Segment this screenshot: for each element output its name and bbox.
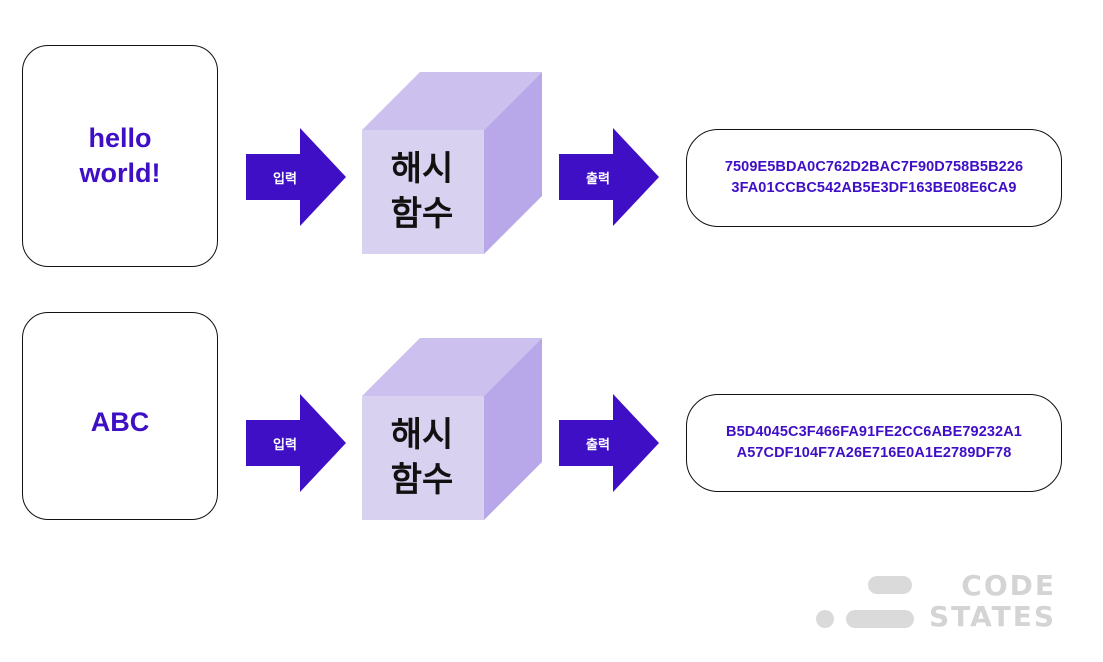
cube-label-line1: 해시: [390, 415, 454, 456]
hash-output-box: B5D4045C3F466FA91FE2CC6ABE79232A1 A57CDF…: [686, 394, 1062, 492]
cube-label-line2: 함수: [390, 194, 454, 234]
logo-line2: STATES: [929, 600, 1056, 633]
arrow-shape: [246, 128, 346, 226]
input-arrow: 입력: [246, 394, 346, 492]
input-text: ABC: [90, 407, 150, 437]
logo-mark-bottom-pill: [846, 610, 914, 628]
logo-mark-dot: [816, 610, 834, 628]
logo-wordmark: CODE STATES: [922, 570, 1056, 632]
hash-output-line2: 3FA01CCBC542AB5E3DF163BE08E6CA9: [731, 180, 1017, 196]
codestates-logo: CODE STATES: [810, 570, 1060, 636]
input-arrow-label: 입력: [273, 171, 297, 187]
hash-output-line1: B5D4045C3F466FA91FE2CC6ABE79232A1: [726, 423, 1022, 440]
input-box: ABC: [22, 312, 218, 520]
hash-output-line2: A57CDF104F7A26E716E0A1E2789DF78: [736, 445, 1012, 461]
hash-function-cube: 해시 함수: [362, 338, 544, 520]
cube-label: 해시 함수: [362, 130, 482, 254]
hash-flow-row-1: hello world! 입력 해시 함수 출력 7509E5BDA0C762D…: [0, 0, 1103, 290]
logo-mark-icon: [810, 570, 914, 636]
logo-line1: CODE: [961, 569, 1056, 602]
hash-output-line1: 7509E5BDA0C762D2BAC7F90D758B5B226: [724, 158, 1024, 175]
output-arrow-label: 출력: [586, 437, 610, 453]
cube-label-line1: 해시: [390, 149, 454, 190]
arrow-shape: [559, 394, 659, 492]
cube-shape: [362, 72, 542, 254]
logo-mark-top-pill: [868, 576, 912, 594]
input-text: hello world!: [79, 122, 161, 188]
output-arrow: 출력: [559, 394, 659, 492]
input-arrow-label: 입력: [273, 437, 297, 453]
cube-label-line2: 함수: [390, 460, 454, 500]
output-arrow-label: 출력: [586, 171, 610, 187]
hash-output-box: 7509E5BDA0C762D2BAC7F90D758B5B226 3FA01C…: [686, 129, 1062, 227]
hash-flow-row-2: ABC 입력 해시 함수 출력 B5D4045C3F466FA91FE2CC6A…: [0, 290, 1103, 560]
cube-shape: [362, 338, 542, 520]
cube-label: 해시 함수: [362, 396, 482, 520]
input-arrow: 입력: [246, 128, 346, 226]
hash-function-cube: 해시 함수: [362, 72, 544, 254]
output-arrow: 출력: [559, 128, 659, 226]
arrow-shape: [559, 128, 659, 226]
arrow-shape: [246, 394, 346, 492]
input-box: hello world!: [22, 45, 218, 267]
